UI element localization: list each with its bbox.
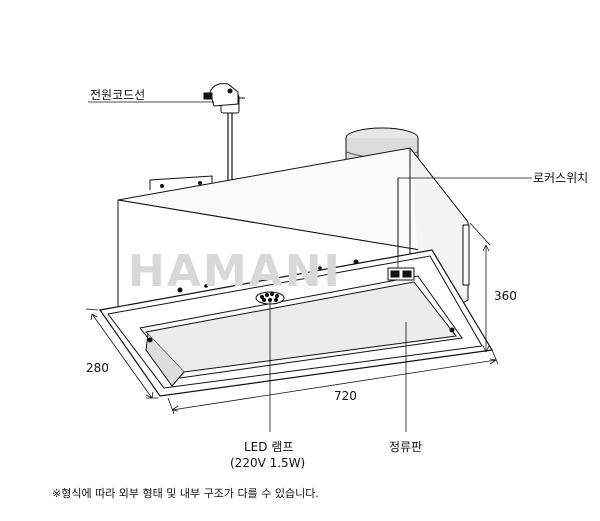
led-spec-label: (220V 1.5W) — [230, 456, 306, 470]
watermark: HAMANI — [128, 246, 342, 297]
power-cord — [203, 83, 245, 182]
rectifier-plate-label: 정류판 — [389, 440, 423, 454]
height-dimension: 360 — [494, 289, 517, 303]
led-lamp — [255, 291, 285, 305]
depth-dimension: 280 — [86, 361, 109, 375]
width-dimension: 720 — [334, 389, 357, 403]
power-cord-label: 전원코드선 — [90, 88, 146, 102]
rocker-switch — [387, 267, 415, 281]
leader-lines — [88, 101, 532, 432]
dimension-lines — [85, 222, 499, 415]
bottom-flange — [98, 249, 493, 397]
footnote: ※형식에 따라 외부 형태 및 내부 구조가 다를 수 있습니다. — [52, 487, 319, 500]
rocker-switch-label: 로커스위치 — [533, 171, 589, 185]
hood-body — [117, 147, 470, 311]
led-lamp-label: LED 램프 — [244, 440, 294, 454]
